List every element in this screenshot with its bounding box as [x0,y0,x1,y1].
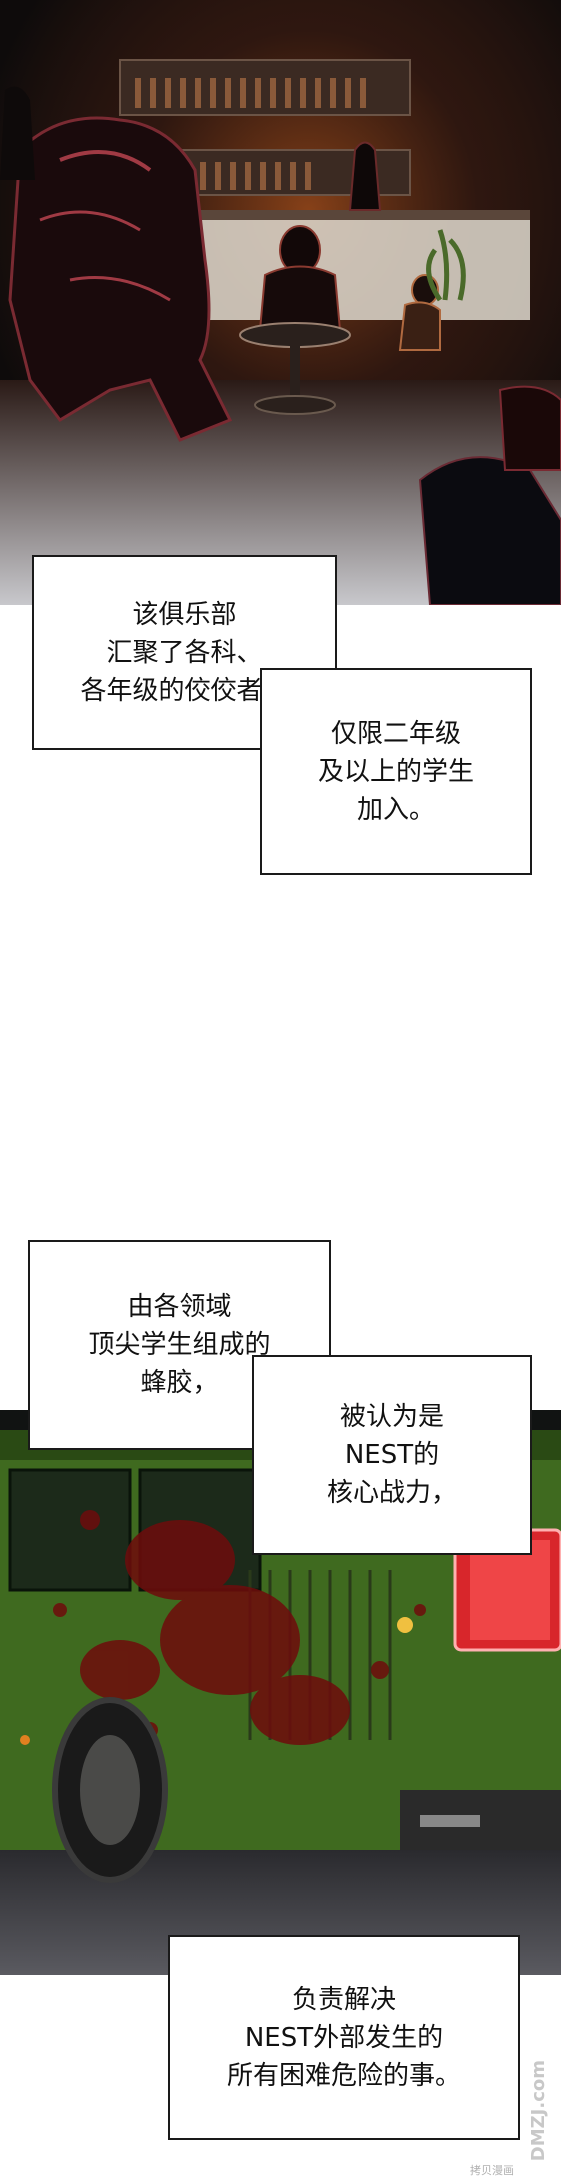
caption-4-line-2: NEST的 [344,1440,440,1470]
caption-3-line-1: 由各领域 [127,1292,232,1322]
caption-5-line-1: 负责解决 [291,1984,396,2015]
caption-2-line-1: 仅限二年级 [330,718,461,749]
caption-box-4: 被认为是 NEST的 核心战力， [252,1355,532,1555]
caption-5-line-3: 所有困难危险的事。 [226,2060,461,2091]
caption-box-2: 仅限二年级 及以上的学生 加入。 [260,668,532,875]
caption-5-line-2: NEST外部发生的 [244,2022,444,2053]
caption-1-line-3: 各年级的佼佼者， [80,675,289,706]
caption-3-line-2: 顶尖学生组成的 [88,1330,271,1360]
caption-box-5: 负责解决 NEST外部发生的 所有困难危险的事。 [168,1935,520,2140]
club-scene-art [0,0,561,605]
caption-2-line-3: 加入。 [356,794,435,825]
watermark-logo: DMZJ.com [528,2060,549,2162]
caption-1-line-1: 该俱乐部 [132,599,237,630]
caption-1-line-2: 汇聚了各科、 [106,637,263,668]
club-scene-panel [0,0,561,605]
caption-4-line-3: 核心战力， [326,1478,457,1508]
caption-3-line-3: 蜂胶， [140,1368,219,1398]
watermark-small-text: 拷贝漫画 [470,2164,514,2177]
caption-4-line-1: 被认为是 [339,1402,444,1432]
caption-2-line-2: 及以上的学生 [317,756,474,787]
